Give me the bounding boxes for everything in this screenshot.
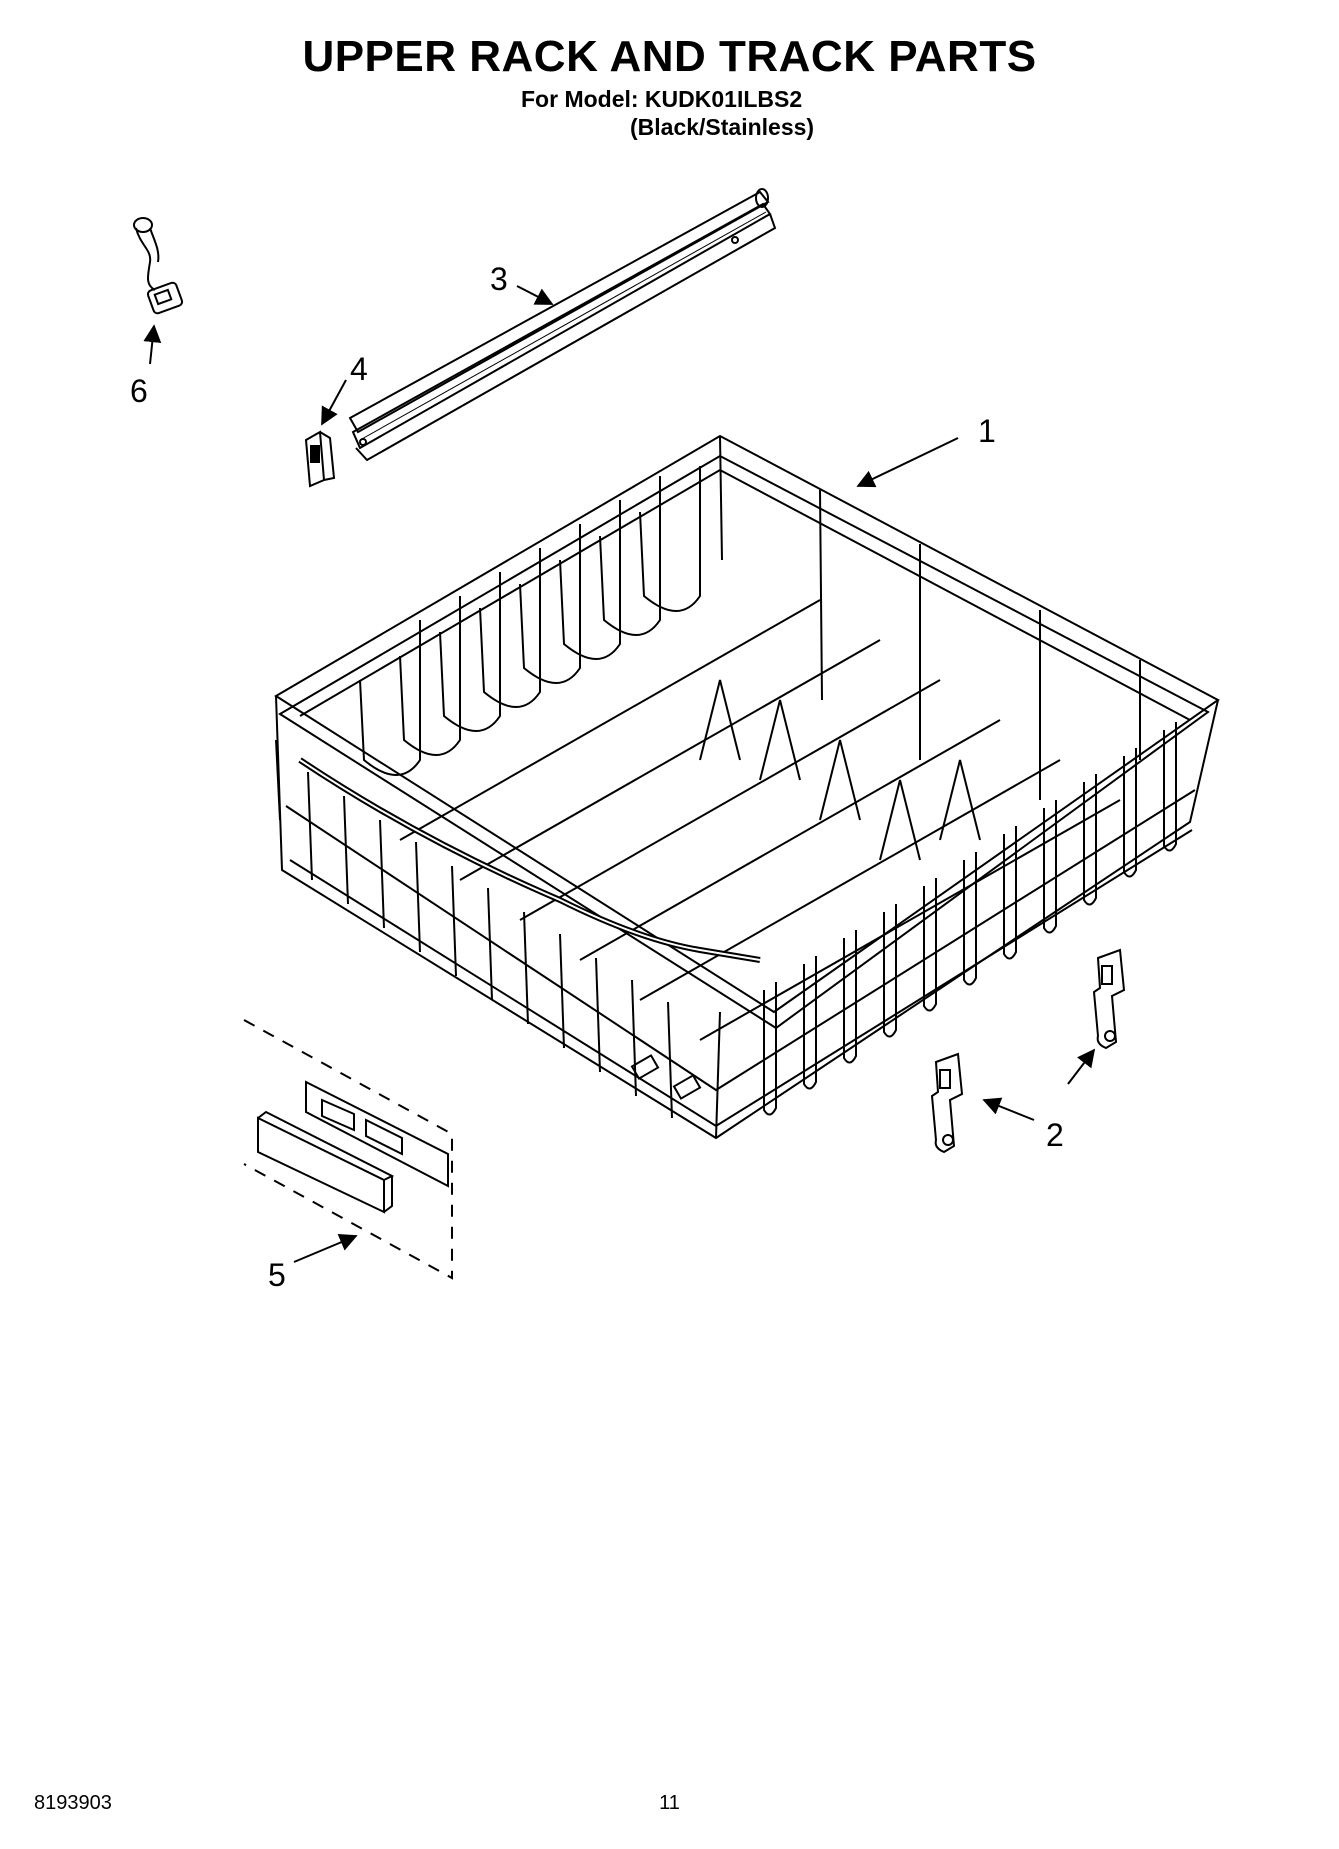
document-number: 8193903 — [34, 1792, 112, 1814]
leader-lines — [143, 285, 1096, 1263]
callout-6: 6 — [130, 373, 148, 409]
part-6-clip — [133, 217, 184, 315]
callout-1: 1 — [978, 413, 996, 449]
part-1-upper-rack — [274, 434, 1220, 1140]
part-4-end-cap — [304, 430, 336, 488]
variant-line: (Black/Stainless) — [630, 114, 815, 140]
callout-2: 2 — [1046, 1117, 1064, 1153]
model-line: For Model: KUDK01ILBS2 — [521, 86, 803, 112]
callout-5: 5 — [268, 1257, 286, 1293]
page-title: UPPER RACK AND TRACK PARTS — [302, 32, 1037, 81]
part-2-rack-adjuster — [930, 948, 1126, 1154]
page-number: 11 — [659, 1792, 680, 1814]
part-3-track-rail — [348, 188, 777, 462]
callout-4: 4 — [350, 351, 368, 387]
part-5-handle-trim — [243, 1019, 453, 1280]
callout-3: 3 — [490, 261, 508, 297]
